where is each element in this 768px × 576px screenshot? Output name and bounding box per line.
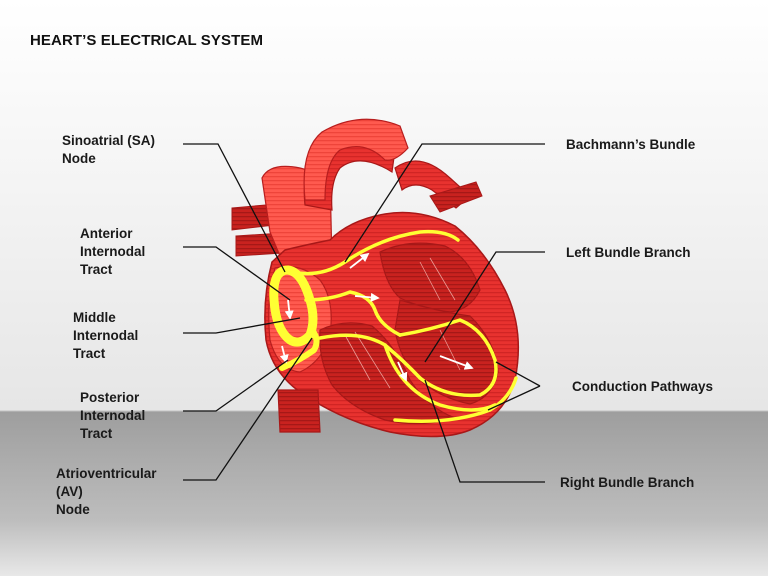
right-bundle-path	[383, 343, 497, 412]
label-line: (AV)	[56, 484, 83, 499]
label-sa-node: Sinoatrial (SA) Node	[62, 132, 155, 168]
leader-anterior-tract	[183, 246, 291, 301]
label-line: Node	[62, 151, 96, 166]
label-conduction-pathways: Conduction Pathways	[572, 379, 714, 394]
label-line: Anterior	[80, 226, 133, 241]
leader-conduction-pathways-a	[495, 361, 541, 387]
chordae-tendineae	[344, 257, 461, 389]
leader-posterior-tract	[183, 359, 289, 412]
label-line: Internodal	[73, 328, 139, 343]
label-line: Sinoatrial (SA)	[62, 133, 156, 148]
label-line: Tract	[80, 426, 113, 441]
label-line: Internodal	[80, 244, 146, 259]
label-line: Tract	[80, 262, 113, 277]
page-title: HEART’S ELECTRICAL SYSTEM	[30, 32, 264, 49]
arrow-icon	[397, 361, 408, 382]
inferior-vena-cava	[277, 389, 321, 433]
label-right-bundle-branch: Right Bundle Branch	[560, 475, 695, 490]
leader-right-bundle	[424, 379, 545, 483]
arrow-icon	[349, 252, 370, 269]
arrow-icon	[279, 345, 289, 364]
impulse-arrows	[279, 252, 474, 382]
purkinje-path	[393, 376, 518, 423]
leader-lines	[183, 143, 545, 483]
arrow-icon	[439, 355, 474, 370]
leader-sa-node	[183, 143, 286, 273]
aorta-front	[303, 118, 409, 201]
label-line: Middle	[73, 310, 116, 325]
anterior-tract-path	[304, 290, 402, 337]
left-atrium	[379, 242, 481, 313]
label-line: Posterior	[80, 390, 140, 405]
label-left-bundle-branch: Left Bundle Branch	[566, 245, 691, 260]
label-line: Tract	[73, 346, 106, 361]
av-node-path	[279, 327, 320, 371]
leader-bachmanns-bundle	[344, 143, 545, 263]
leader-middle-tract	[183, 317, 301, 334]
label-line: Atrioventricular	[56, 466, 157, 481]
label-posterior-internodal-tract: Posterior Internodal Tract	[80, 389, 145, 443]
sa-node-loop	[269, 265, 318, 347]
arrow-icon	[354, 292, 380, 302]
bachmanns-bundle-path	[290, 229, 460, 276]
left-bundle-path	[398, 318, 498, 398]
conduction-system	[269, 229, 518, 423]
pulmonary-artery-branch	[429, 181, 483, 213]
leader-conduction-pathways-b	[487, 385, 541, 411]
leader-left-bundle	[424, 251, 545, 363]
label-anterior-internodal-tract: Anterior Internodal Tract	[80, 225, 145, 279]
label-line: Node	[56, 502, 90, 517]
leader-av-node	[183, 337, 313, 481]
label-bachmanns-bundle: Bachmann’s Bundle	[566, 137, 696, 152]
label-av-node: Atrioventricular (AV) Node	[56, 465, 157, 519]
label-middle-internodal-tract: Middle Internodal Tract	[73, 309, 138, 363]
arrow-icon	[284, 299, 294, 320]
label-line: Internodal	[80, 408, 146, 423]
